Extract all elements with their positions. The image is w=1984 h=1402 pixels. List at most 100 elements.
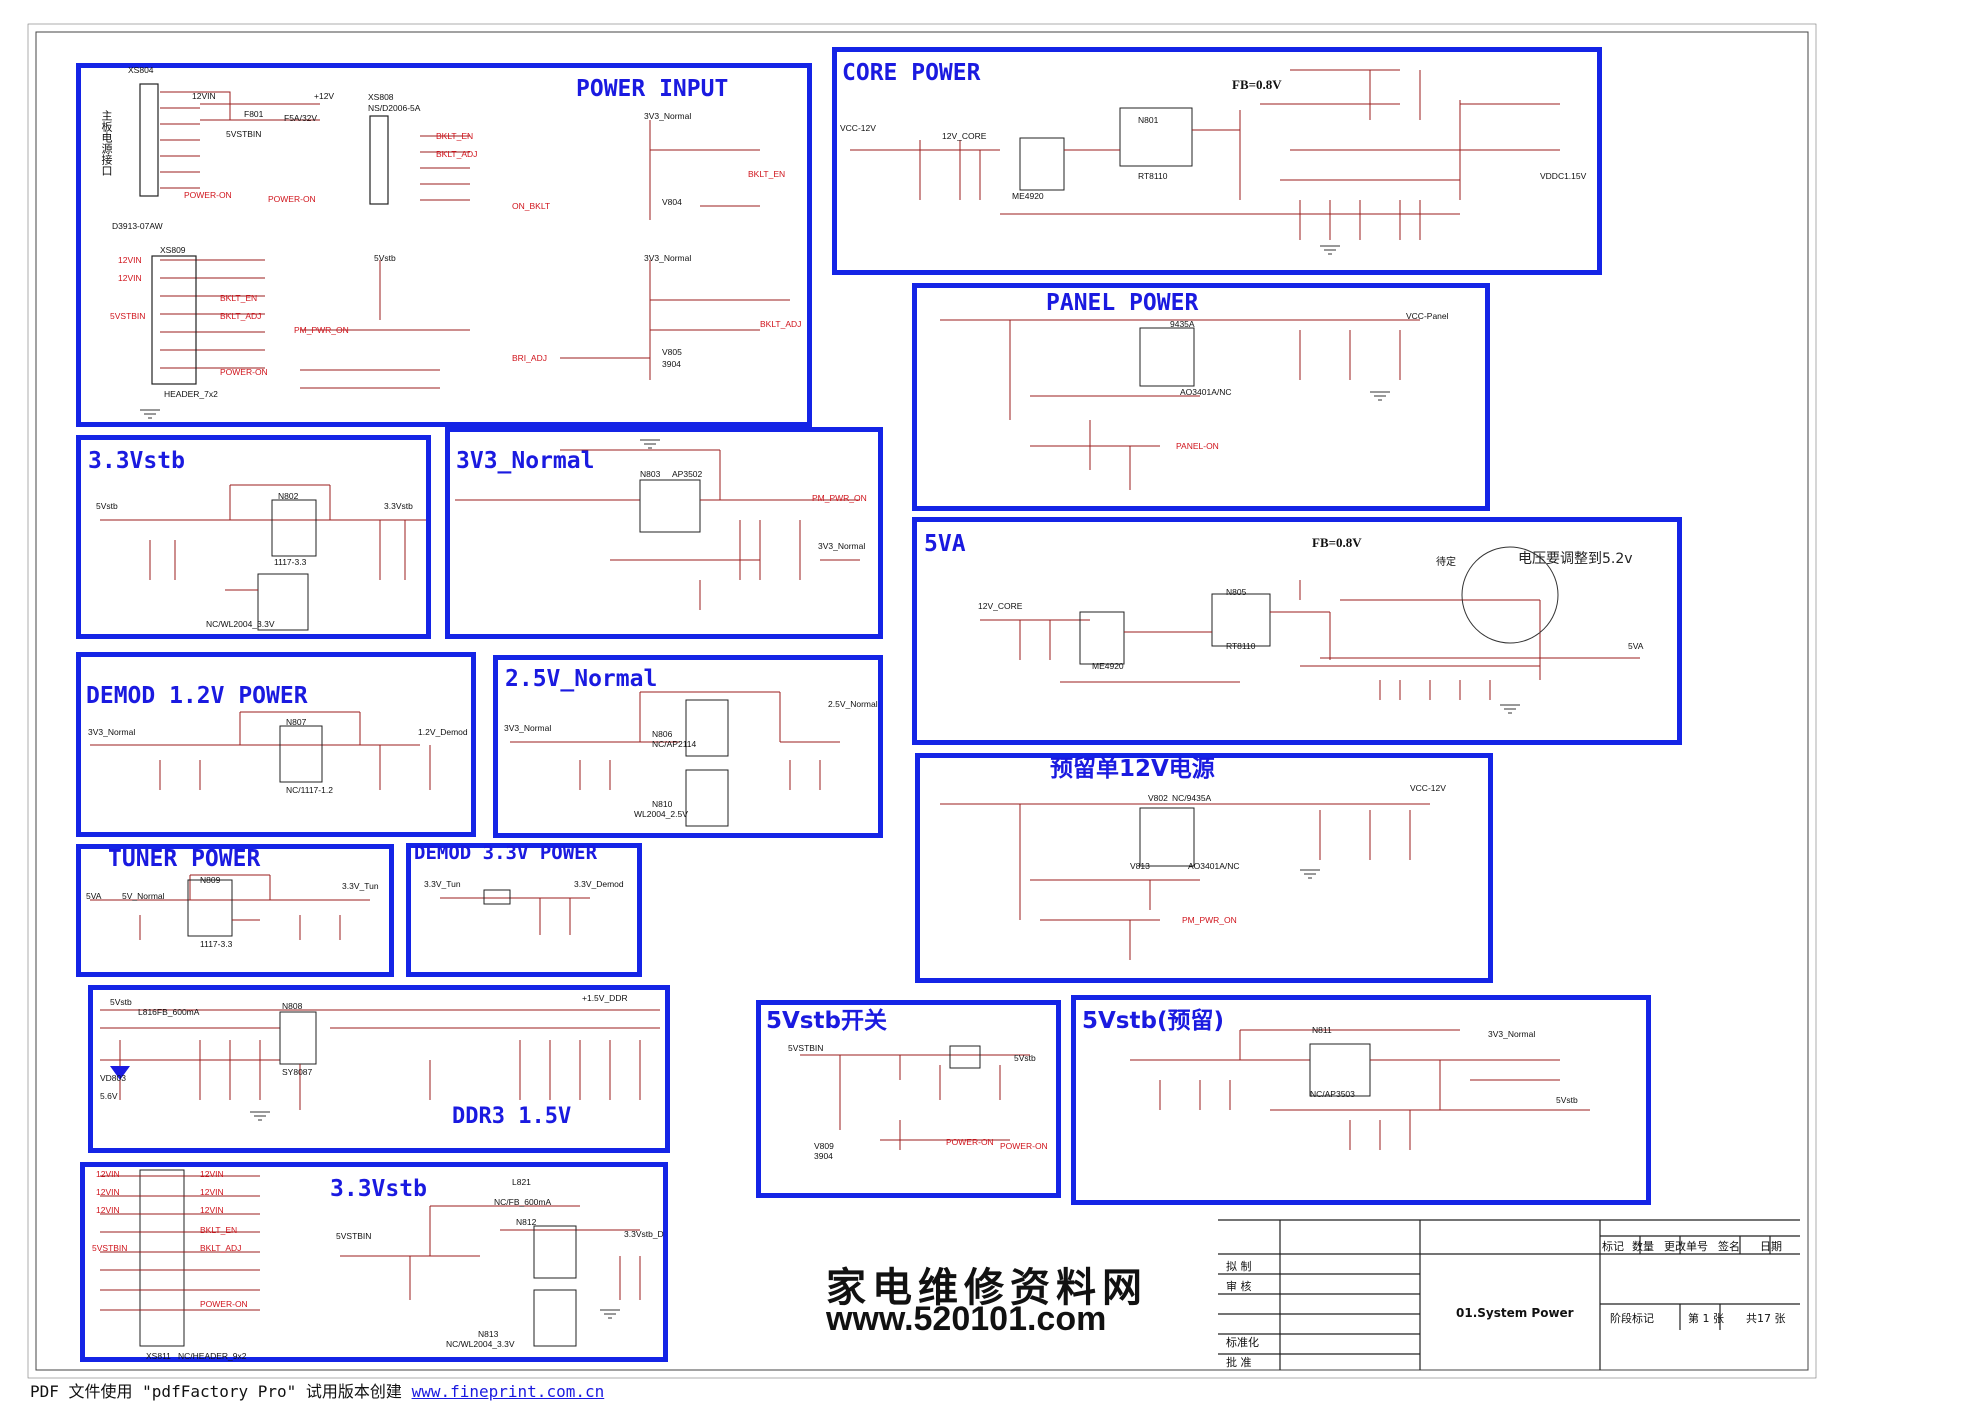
v3v3-normal-net-2: 3V3_Normal: [644, 253, 692, 263]
n806-label: N806: [652, 729, 673, 739]
pm-pwr-on-label-2: PM_PWR_ON: [812, 493, 867, 503]
n801-label: N801: [1138, 115, 1159, 125]
n802-label: N802: [278, 491, 299, 501]
v9435-label: 9435A: [1170, 319, 1195, 329]
n807-label: N807: [286, 717, 307, 727]
n805-label: N805: [1226, 587, 1247, 597]
footer-line: PDF 文件使用 "pdfFactory Pro" 试用版本创建 www.fin…: [30, 1378, 604, 1402]
v809-label: V809: [814, 1141, 834, 1151]
v12core-label-2: 12V_CORE: [978, 601, 1023, 611]
watermark-cn: 家电维修资料网: [826, 1264, 1148, 1311]
title-core-power: CORE POWER: [842, 60, 981, 86]
v813-label: V813: [1130, 861, 1150, 871]
rt8110-label-2: RT8110: [1226, 641, 1256, 651]
panel-on-label: PANEL-ON: [1176, 441, 1219, 451]
va-adjust-note: 电压要调整到5.2v: [1518, 551, 1633, 567]
on-bklt-label: ON_BKLT: [512, 201, 551, 211]
tb-col-mark: 标记: [1602, 1240, 1624, 1253]
me4920-label: ME4920: [1012, 191, 1044, 201]
tb-row-draft: 拟 制: [1226, 1260, 1252, 1273]
me4920-label-2: ME4920: [1092, 661, 1124, 671]
block-3v3stb-bottom: [80, 1162, 668, 1362]
va-fb-note: FB=0.8V: [1312, 535, 1362, 550]
v5vstb-label-2: 5Vstb: [96, 501, 118, 511]
vstbin-label: 5VSTBIN: [226, 129, 262, 139]
title-3v3stb-top: 3.3Vstb: [88, 448, 185, 474]
title-tuner-power: TUNER POWER: [108, 846, 261, 872]
n810-label: N810: [652, 799, 673, 809]
power-on-label-3: POWER-ON: [220, 367, 268, 377]
v33stb-label: 3.3Vstb: [384, 501, 413, 511]
v3904-label: 3904: [662, 359, 681, 369]
title-reserved-12v: 预留单12V电源: [1050, 756, 1215, 782]
block-core-power: [832, 47, 1602, 275]
bklt-adj-label: BKLT_ADJ: [436, 149, 478, 159]
block-power-input: [76, 63, 812, 427]
footer-text: PDF 文件使用 "pdfFactory Pro" 试用版本创建: [30, 1382, 402, 1401]
ao3401-label: AO3401A/NC: [1180, 387, 1232, 397]
v5normal-label: 5V_Normal: [122, 891, 165, 901]
v5va-label-2: 5VA: [86, 891, 102, 901]
tb-col-change: 更改单号: [1664, 1240, 1708, 1253]
v3v3-normal-net-4: 3V3_Normal: [88, 727, 136, 737]
power-on-label-6: POWER-ON: [200, 1299, 248, 1309]
xs811-label: XS811: [146, 1351, 171, 1361]
v3v3-normal-net-6: 3V3_Normal: [1488, 1029, 1536, 1039]
title-power-input: POWER INPUT: [576, 76, 729, 102]
title-3v3stb-bottom: 3.3Vstb: [330, 1176, 427, 1202]
title-5vstb-reserved: 5Vstb(预留): [1082, 1008, 1224, 1034]
tb-page: 第 1 张: [1688, 1312, 1724, 1325]
ns-conn-label: NS/D2006-5A: [368, 103, 421, 113]
block-5va: [912, 517, 1682, 745]
sy8087-label: SY8087: [282, 1067, 313, 1077]
title-demod-1v2: DEMOD 1.2V POWER: [86, 683, 308, 709]
v15ddr-label: +1.5V_DDR: [582, 993, 628, 1003]
n812-label: N812: [516, 1217, 537, 1227]
block-ddr3: [88, 985, 670, 1153]
v5vstb-label: 5Vstb: [374, 253, 396, 263]
v3v3-normal-net-3: 3V3_Normal: [818, 541, 866, 551]
block-5vstb-reserved: [1071, 995, 1651, 1205]
power-on-label-5: POWER-ON: [1000, 1141, 1048, 1151]
v12-demod-label: 1.2V_Demod: [418, 727, 468, 737]
title-ddr3: DDR3 1.5V: [452, 1104, 572, 1129]
pm-pwr-on-label-3: PM_PWR_ON: [1182, 915, 1237, 925]
n804-label: NC/WL2004_3.3V: [206, 619, 275, 629]
ap3502-label: AP3502: [672, 469, 703, 479]
tb-col-sign: 签名: [1718, 1240, 1740, 1253]
power-on-label-1: POWER-ON: [184, 190, 232, 200]
pm-pwr-on-label: PM_PWR_ON: [294, 325, 349, 335]
vstbin-label-5: 5VSTBIN: [336, 1231, 372, 1241]
vstbin-label-4: 5VSTBIN: [92, 1243, 128, 1253]
v33demod-label: 3.3V_Demod: [574, 879, 624, 889]
vcc12-label: VCC-12V: [840, 123, 876, 133]
vp12v-label: +12V: [314, 91, 335, 101]
f5a-label: F5A/32V: [284, 113, 318, 123]
title-5vstb-switch: 5Vstb开关: [766, 1008, 887, 1034]
v1117-33-label: 1117-3.3: [274, 557, 307, 567]
block-demod-1v2: [76, 652, 476, 837]
v33tun-label: 3.3V_Tun: [342, 881, 379, 891]
bklt-adj-label-3: BKLT_ADJ: [220, 311, 262, 321]
v12vin-label-5: 12VIN: [96, 1187, 120, 1197]
n811-label: N811: [1312, 1025, 1332, 1035]
v802-label: V802: [1148, 793, 1168, 803]
v12vin-label-3: 12VIN: [118, 273, 142, 283]
tb-total: 共17 张: [1746, 1312, 1786, 1325]
n808-label: N808: [282, 1001, 303, 1011]
footer-link[interactable]: www.fineprint.com.cn: [411, 1382, 605, 1401]
ncfb600-label: NC/FB_600mA: [494, 1197, 552, 1207]
power-on-label-2: POWER-ON: [268, 194, 316, 204]
vddc-label: VDDC1.15V: [1540, 171, 1587, 181]
v12vin-label-2: 12VIN: [118, 255, 142, 265]
xs808-label: XS808: [368, 92, 394, 102]
power-on-label-4: POWER-ON: [946, 1137, 994, 1147]
v56-label: 5.6V: [100, 1091, 118, 1101]
wl2004-25-label: WL2004_2.5V: [634, 809, 688, 819]
ao3401nc-label: AO3401A/NC: [1188, 861, 1240, 871]
block-3v3stb-top: [76, 435, 431, 639]
block-2v5-normal: [493, 655, 883, 838]
v3904-label-2: 3904: [814, 1151, 833, 1161]
watermark-url: www.520101.com: [826, 1300, 1107, 1338]
